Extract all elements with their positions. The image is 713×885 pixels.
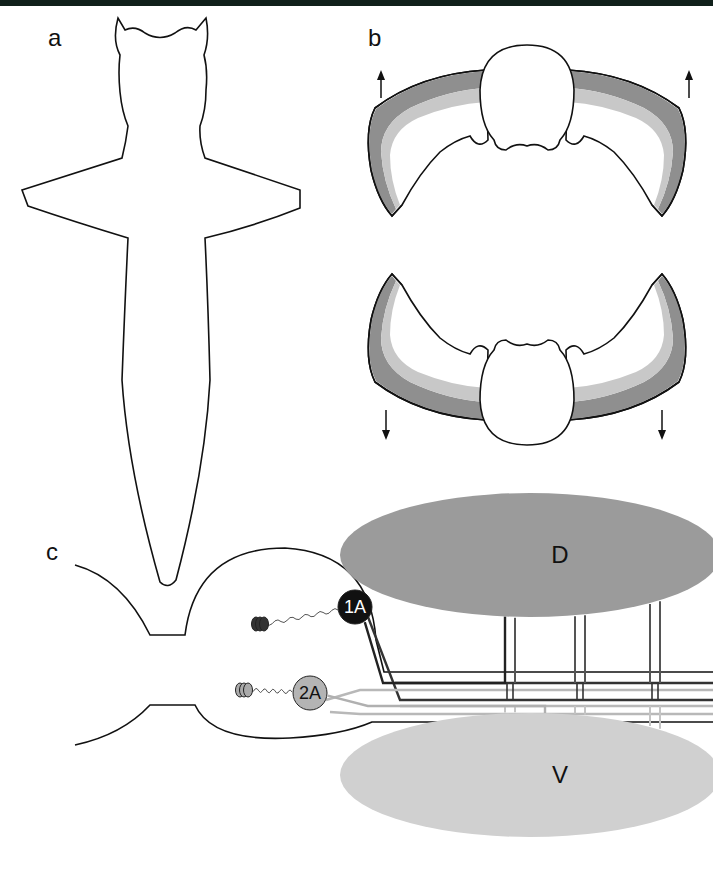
sensory-ending	[260, 617, 269, 631]
branch-to-d	[649, 604, 651, 683]
node-label: V	[552, 763, 568, 787]
neuron-2a: 2A	[292, 675, 328, 711]
wing-band-dark	[568, 71, 685, 214]
branch-to-d	[506, 683, 508, 700]
sensory-link	[250, 689, 292, 694]
motion-arrows	[377, 70, 693, 440]
wing-membrane	[566, 70, 686, 216]
branch-to-d	[514, 618, 516, 683]
arrow-head	[685, 70, 693, 80]
axon-2a	[326, 690, 713, 700]
branch-to-v	[574, 706, 576, 714]
animal-body	[480, 340, 574, 445]
node-label: D	[551, 543, 568, 567]
arrow-head	[382, 430, 390, 440]
wing-band-dark	[568, 276, 685, 419]
sensory-ending	[244, 683, 253, 697]
node-label: 1A	[344, 598, 366, 616]
axon-connector	[365, 616, 505, 683]
branch-to-d	[574, 616, 576, 683]
wing-upstroke	[368, 45, 685, 216]
axon-connector	[328, 696, 545, 714]
branch-to-d	[512, 683, 514, 700]
wing-band-dark	[369, 71, 486, 214]
wing-membrane	[368, 70, 488, 216]
top-edge-strip	[0, 0, 713, 6]
wing	[566, 274, 686, 420]
wing-band-light	[568, 281, 673, 402]
animal-outline	[22, 18, 300, 586]
wing-downstroke	[368, 274, 685, 445]
panel-letter: a	[48, 26, 61, 50]
wing	[566, 70, 686, 216]
wing-band-dark	[369, 276, 486, 419]
neuron-1a: 1A	[337, 589, 373, 625]
node-shape	[340, 493, 713, 617]
wing-membrane	[368, 274, 488, 420]
wing-band-light	[381, 281, 486, 402]
branch-to-v	[649, 706, 651, 726]
axon-1a	[368, 617, 713, 700]
wing	[368, 70, 488, 216]
wing-band-light	[381, 88, 486, 209]
branch-to-d	[584, 615, 586, 683]
wing-band-light	[568, 88, 673, 209]
branch-to-v	[659, 706, 661, 729]
arrow-head	[377, 70, 385, 80]
wing	[368, 274, 488, 420]
node-shape	[340, 713, 713, 837]
branch-to-d	[576, 683, 578, 700]
wing-membrane	[566, 274, 686, 420]
panel-letter: c	[46, 540, 58, 564]
dorsal-region: D	[340, 493, 713, 617]
neuron-wires	[326, 601, 713, 729]
animal-body	[480, 45, 574, 150]
sensory-link	[266, 609, 338, 626]
branch-to-d	[659, 601, 661, 683]
panel-letter: b	[368, 26, 381, 50]
branch-to-d	[657, 683, 659, 700]
branch-to-d	[582, 683, 584, 700]
arrow-head	[658, 430, 666, 440]
ventral-region: V	[340, 713, 713, 837]
branch-to-d	[651, 683, 653, 700]
branch-to-v	[584, 706, 586, 715]
node-label: 2A	[299, 684, 321, 702]
